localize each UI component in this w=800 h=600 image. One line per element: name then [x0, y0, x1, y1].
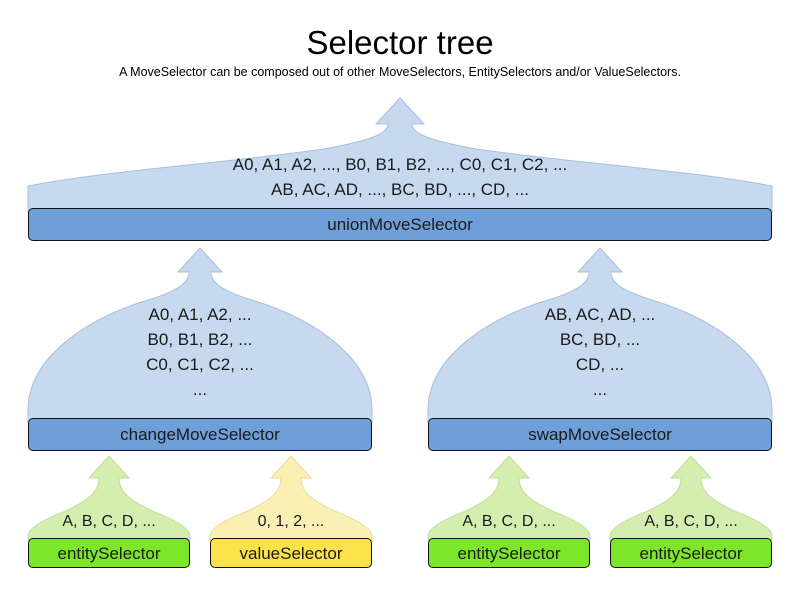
- node-entity-selector-1-label: entitySelector: [57, 543, 161, 563]
- node-entity-selector-3-label: entitySelector: [639, 543, 743, 563]
- node-entity-selector-2[interactable]: entitySelector: [428, 538, 590, 568]
- node-value-selector-1-label: valueSelector: [239, 543, 343, 563]
- node-union-move-selector-label: unionMoveSelector: [327, 215, 473, 234]
- node-entity-selector-3[interactable]: entitySelector: [610, 538, 772, 568]
- node-swap-move-selector-label: swapMoveSelector: [528, 425, 672, 444]
- leaf-value-1-balloon-shape: [209, 455, 373, 541]
- page-subtitle: A MoveSelector can be composed out of ot…: [119, 65, 681, 79]
- page-title: Selector tree: [306, 24, 494, 61]
- node-entity-selector-1[interactable]: entitySelector: [28, 538, 190, 568]
- leaf-entity-3-balloon-shape: [609, 455, 773, 541]
- node-change-move-selector[interactable]: changeMoveSelector: [28, 418, 372, 451]
- union-balloon-shape: [27, 97, 773, 213]
- leaf-entity-2-balloon-shape: [427, 455, 591, 541]
- node-value-selector-1[interactable]: valueSelector: [210, 538, 372, 568]
- node-union-move-selector[interactable]: unionMoveSelector: [28, 208, 772, 241]
- node-change-move-selector-label: changeMoveSelector: [120, 425, 280, 444]
- node-swap-move-selector[interactable]: swapMoveSelector: [428, 418, 772, 451]
- leaf-entity-1-balloon-shape: [27, 455, 191, 541]
- swap-balloon-shape: [427, 247, 773, 423]
- change-balloon-shape: [27, 247, 373, 423]
- node-entity-selector-2-label: entitySelector: [457, 543, 561, 563]
